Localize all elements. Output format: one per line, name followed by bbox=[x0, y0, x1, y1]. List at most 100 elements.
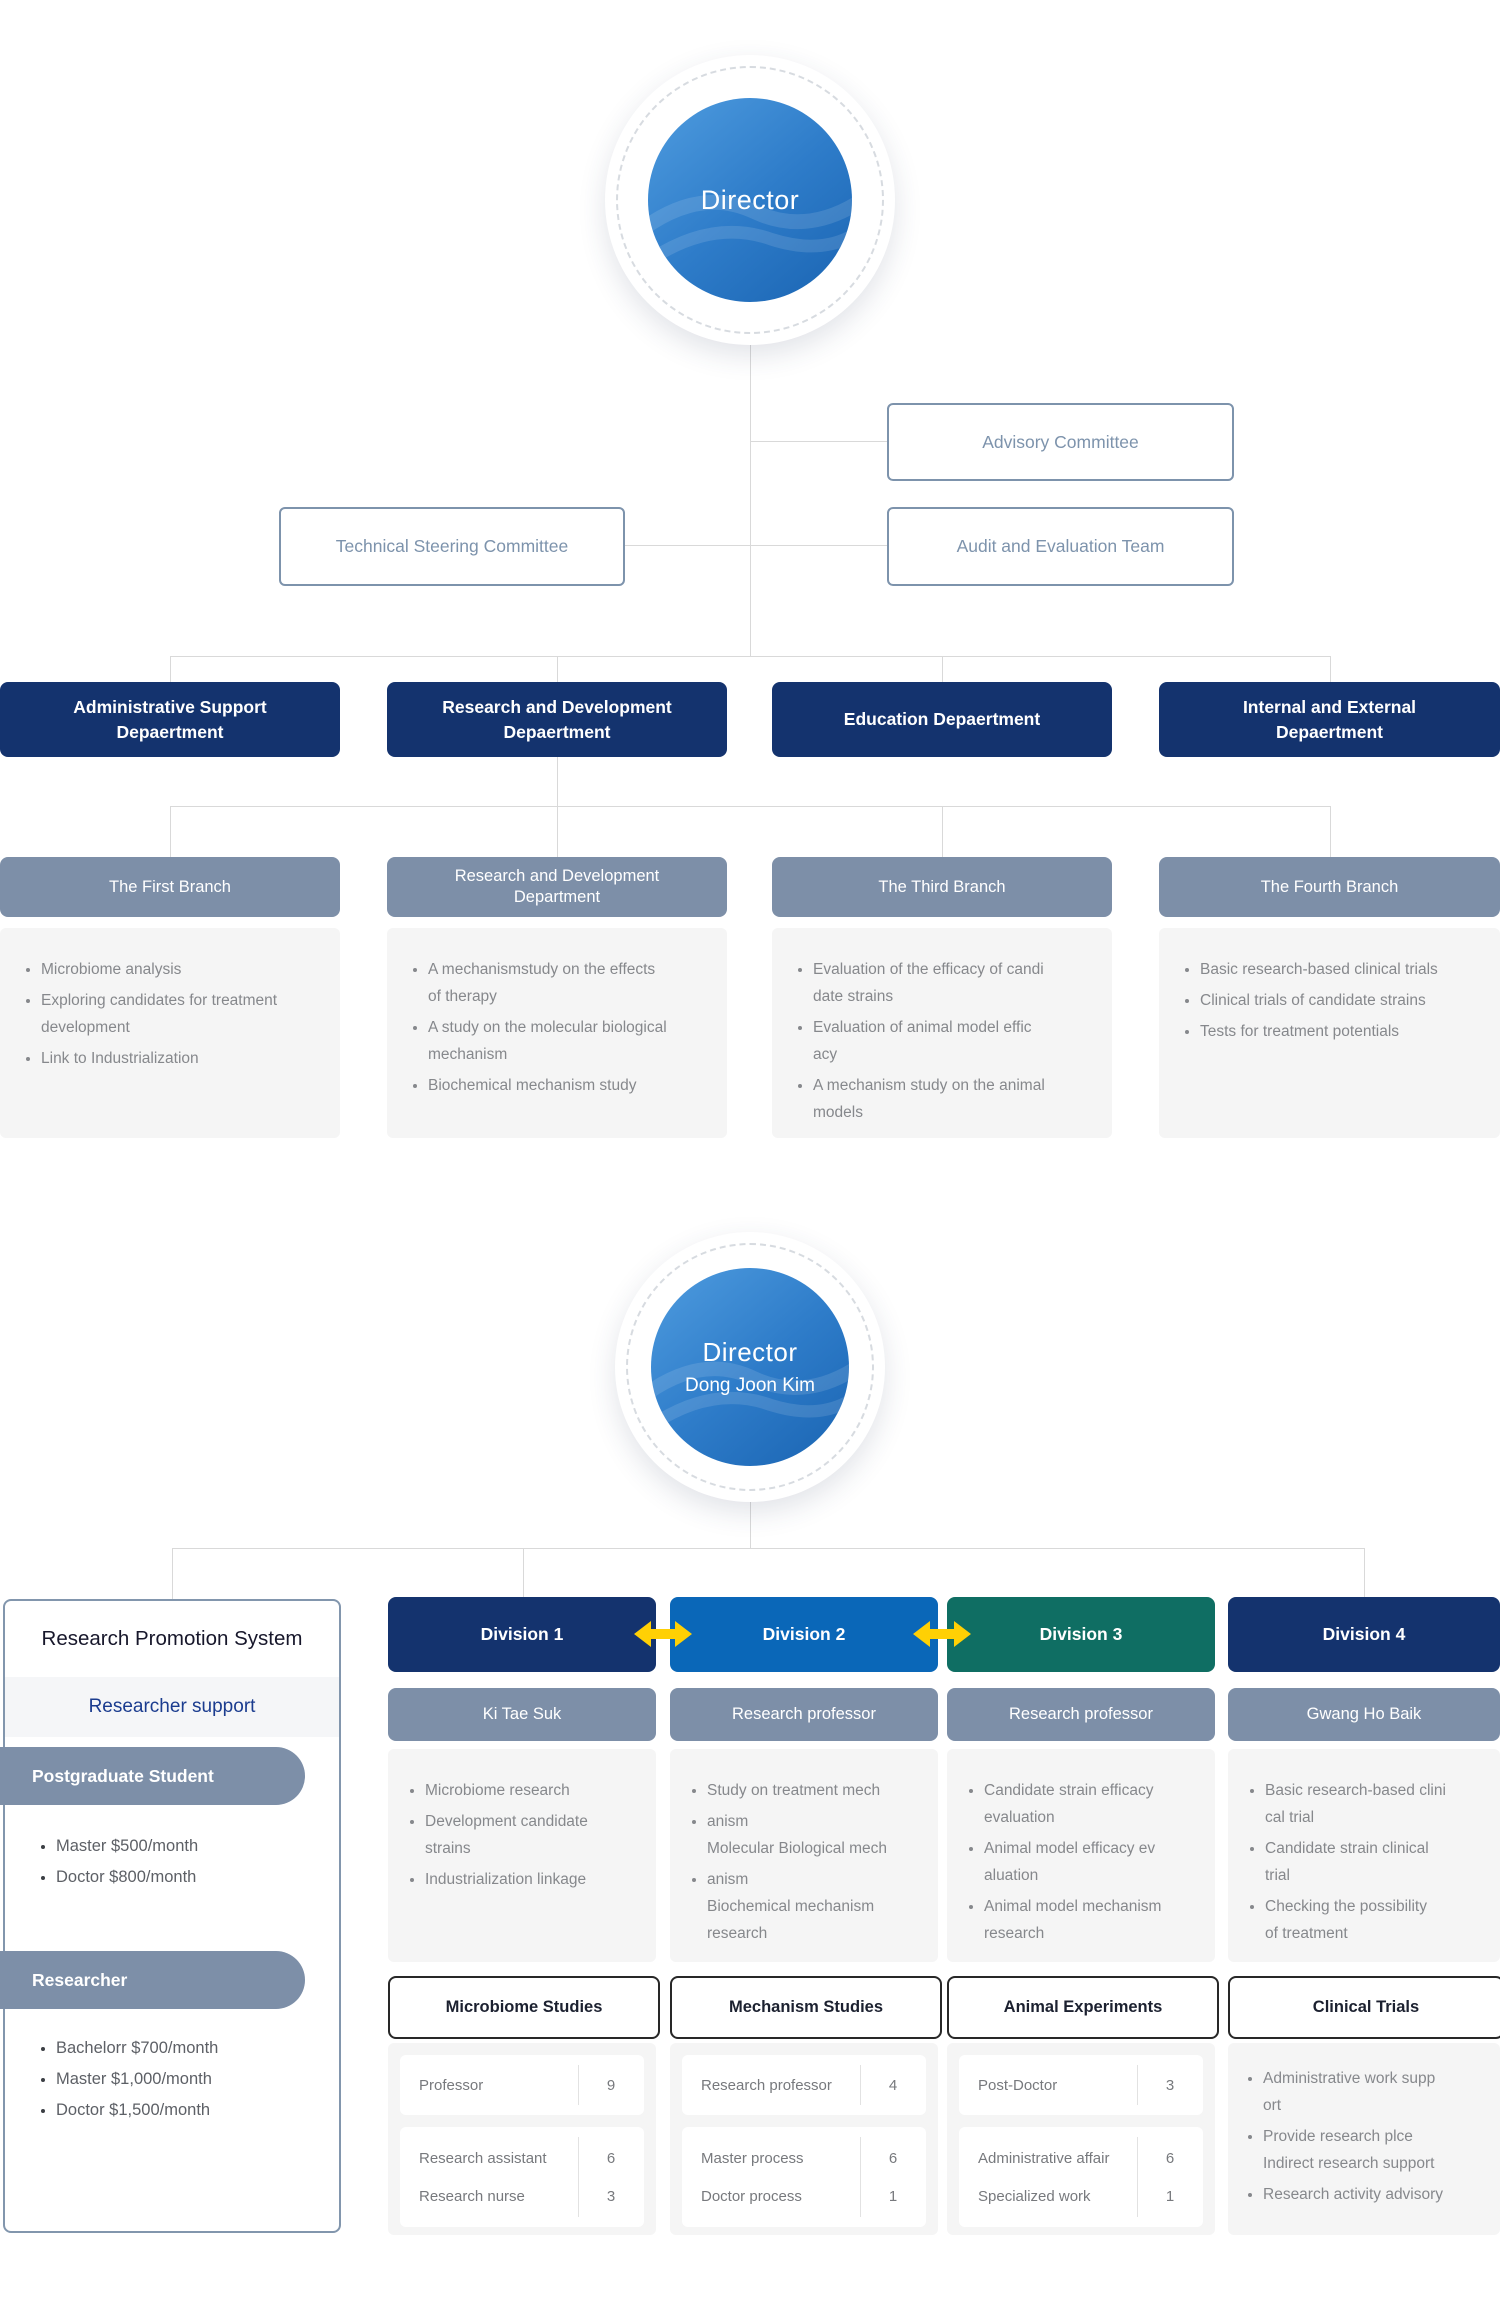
division-4-person-bar: Gwang Ho Baik bbox=[1228, 1688, 1500, 1741]
study-text: Microbiome Studies bbox=[445, 1998, 603, 2016]
connector-line bbox=[557, 806, 558, 857]
division-2-person-bar: Research professor bbox=[670, 1688, 938, 1741]
bullet-dot-icon bbox=[692, 1789, 696, 1793]
postgraduate-student-pill: Postgraduate Student bbox=[0, 1747, 305, 1805]
division-label: Division 1 bbox=[480, 1624, 564, 1644]
connector-line bbox=[942, 656, 943, 682]
staff-count: 9 bbox=[606, 2076, 616, 2094]
person-label: Research professor bbox=[1009, 1705, 1153, 1723]
bullet-dot-icon bbox=[26, 1057, 30, 1061]
double-arrow-icon bbox=[913, 1621, 971, 1647]
staff-role-label: Master process bbox=[701, 2149, 804, 2167]
bullet-dot-icon bbox=[41, 1845, 45, 1849]
department-education: Education Depaertment bbox=[772, 682, 1112, 757]
bullet-dot-icon bbox=[692, 1820, 696, 1824]
person-label: Research professor bbox=[732, 1705, 876, 1723]
double-arrow-icon bbox=[634, 1621, 692, 1647]
branch-title: The First Branch bbox=[109, 877, 231, 896]
bullet-dot-icon bbox=[26, 968, 30, 972]
list-item: Research activity advisory bbox=[1246, 2181, 1488, 2208]
division-label: Division 2 bbox=[762, 1624, 846, 1644]
staff-count: 1 bbox=[888, 2187, 898, 2205]
division-label: Division 3 bbox=[1039, 1624, 1123, 1644]
bullet-dot-icon bbox=[410, 1820, 414, 1824]
department-label: Education Depaertment bbox=[843, 709, 1041, 729]
list-item: Study on treatment mech bbox=[690, 1777, 924, 1804]
connector-line bbox=[750, 345, 751, 656]
bullet-dot-icon bbox=[969, 1847, 973, 1851]
bullet-dot-icon bbox=[1250, 1905, 1254, 1909]
study-text: Clinical Trials bbox=[1312, 1998, 1420, 2016]
staff-role-label: Administrative affair bbox=[978, 2149, 1110, 2167]
swirl-logo-watermark-icon bbox=[651, 1362, 849, 1432]
division-1-header: Division 1 bbox=[388, 1597, 656, 1672]
connector-line bbox=[172, 1548, 1364, 1549]
bullet-dot-icon bbox=[1248, 2193, 1252, 2197]
division-3-person-bar: Research professor bbox=[947, 1688, 1215, 1741]
director-label: Director bbox=[700, 184, 800, 215]
list-item: Clinical trials of candidate strains bbox=[1183, 987, 1478, 1014]
staff-role-label: Research professor bbox=[701, 2076, 832, 2094]
researcher-support-band: Researcher support bbox=[5, 1677, 339, 1737]
bullet-dot-icon bbox=[798, 1084, 802, 1088]
director-circle-2: Director Dong Joon Kim bbox=[615, 1232, 885, 1502]
study-label-clinical: Clinical Trials bbox=[1228, 1976, 1500, 2039]
bullet-dot-icon bbox=[410, 1789, 414, 1793]
connector-line bbox=[557, 757, 558, 806]
list-item: Basic research-based clinical trials bbox=[1183, 956, 1478, 983]
dashed-ring bbox=[616, 66, 884, 334]
staff-count: 1 bbox=[1165, 2187, 1175, 2205]
advisory-committee-box: Advisory Committee bbox=[887, 403, 1234, 481]
list-item: Doctor $1,500/month bbox=[39, 2097, 329, 2124]
bullet-dot-icon bbox=[969, 1789, 973, 1793]
researcher-pill: Researcher bbox=[0, 1951, 305, 2009]
list-item: Microbiome research bbox=[408, 1777, 642, 1804]
promo-title: Research Promotion System bbox=[41, 1627, 303, 1650]
list-item: Biochemical mechanism study bbox=[411, 1072, 705, 1099]
researcher-support-label: Researcher support bbox=[88, 1696, 256, 1717]
audit-evaluation-team-label: Audit and Evaluation Team bbox=[956, 536, 1165, 556]
director-label: Director bbox=[702, 1337, 798, 1367]
branch-fourth-header: The Fourth Branch bbox=[1159, 857, 1500, 917]
person-label: Ki Tae Suk bbox=[482, 1705, 562, 1723]
connector-line bbox=[170, 806, 171, 857]
division-1-person-bar: Ki Tae Suk bbox=[388, 1688, 656, 1741]
connector-line bbox=[170, 656, 171, 682]
connector-line bbox=[557, 656, 558, 682]
bullet-dot-icon bbox=[413, 1026, 417, 1030]
bullet-dot-icon bbox=[798, 1026, 802, 1030]
list-item: Link to Industrialization bbox=[24, 1045, 318, 1072]
connector-line bbox=[750, 441, 887, 442]
person-label: Gwang Ho Baik bbox=[1306, 1705, 1422, 1723]
bullet-dot-icon bbox=[1185, 968, 1189, 972]
branch-title: The Third Branch bbox=[878, 877, 1006, 896]
bullet-dot-icon bbox=[26, 999, 30, 1003]
